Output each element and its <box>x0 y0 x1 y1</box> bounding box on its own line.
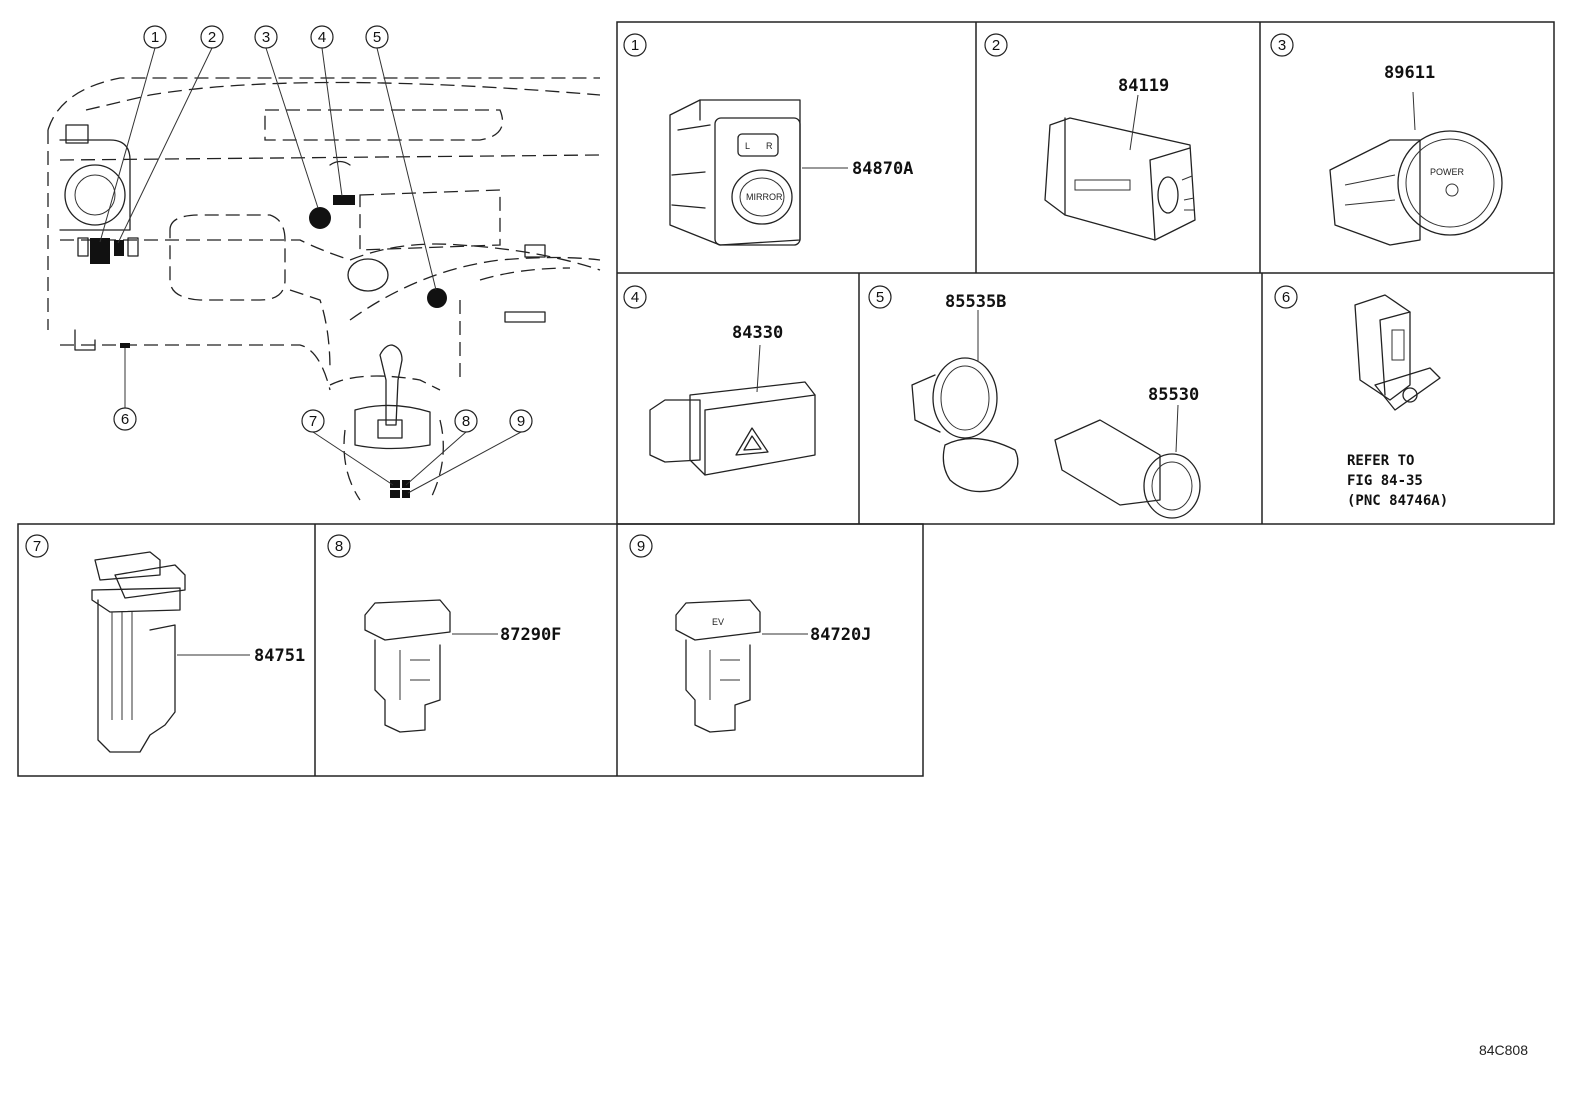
panel-3-power-switch: 3 POWER 89611 <box>1270 33 1503 246</box>
svg-text:6: 6 <box>1282 289 1290 306</box>
svg-text:L: L <box>745 141 750 151</box>
panel-6-refer-note: 6 REFER TO FIG 84-35 (PNC 84746A) <box>1274 285 1448 509</box>
panel-1-mirror-switch: 1 L R MIRROR 84870A <box>623 33 913 246</box>
part-number-84870A: 84870A <box>852 159 913 179</box>
svg-text:9: 9 <box>517 413 525 430</box>
svg-text:4: 4 <box>318 29 326 46</box>
callout-2: 2 <box>200 25 224 49</box>
callout-1: 1 <box>143 25 167 49</box>
dashboard-overview: 1 2 3 4 5 6 7 8 9 <box>47 25 601 501</box>
svg-text:POWER: POWER <box>1430 167 1465 177</box>
svg-text:EV: EV <box>712 617 724 627</box>
svg-text:3: 3 <box>1278 37 1286 54</box>
part-number-85535B: 85535B <box>945 292 1006 312</box>
panel-9-ev-switch: 9 EV 84720J <box>629 534 871 733</box>
svg-text:9: 9 <box>637 538 645 555</box>
panel-5-power-outlet: 5 85535B 85530 <box>868 285 1201 519</box>
callout-3: 3 <box>254 25 278 49</box>
svg-text:MIRROR: MIRROR <box>746 192 783 202</box>
svg-text:FIG 84-35: FIG 84-35 <box>1347 473 1423 489</box>
svg-text:5: 5 <box>876 289 884 306</box>
svg-text:2: 2 <box>208 29 216 46</box>
drawing-code: 84C808 <box>1479 1042 1528 1058</box>
panel-2-dimmer-switch: 2 84119 <box>984 33 1196 241</box>
svg-text:7: 7 <box>33 538 41 555</box>
svg-text:7: 7 <box>309 413 317 430</box>
svg-text:6: 6 <box>121 411 129 428</box>
svg-text:4: 4 <box>631 289 639 306</box>
part-number-89611: 89611 <box>1384 63 1435 83</box>
callout-4: 4 <box>310 25 334 49</box>
callout-6: 6 <box>113 407 137 431</box>
svg-text:1: 1 <box>631 37 639 54</box>
panel-4-hazard-switch: 4 84330 <box>623 285 816 476</box>
callout-5: 5 <box>365 25 389 49</box>
part-number-84330: 84330 <box>732 323 783 343</box>
svg-text:8: 8 <box>462 413 470 430</box>
part-number-84751: 84751 <box>254 646 305 666</box>
part-number-85530: 85530 <box>1148 385 1199 405</box>
part-number-84119: 84119 <box>1118 76 1169 96</box>
panel-7-switch: 7 84751 <box>25 534 305 753</box>
panel-grid-frames <box>17 21 1555 777</box>
callout-8: 8 <box>454 409 478 433</box>
panel-8-switch: 8 87290F <box>327 534 561 733</box>
callout-9: 9 <box>509 409 533 433</box>
svg-text:8: 8 <box>335 538 343 555</box>
svg-text:5: 5 <box>373 29 381 46</box>
part-number-87290F: 87290F <box>500 625 561 645</box>
callout-7: 7 <box>301 409 325 433</box>
svg-text:REFER TO: REFER TO <box>1347 453 1414 469</box>
svg-text:(PNC 84746A): (PNC 84746A) <box>1347 493 1448 509</box>
svg-text:R: R <box>766 141 773 151</box>
svg-text:3: 3 <box>262 29 270 46</box>
svg-text:2: 2 <box>992 37 1000 54</box>
part-number-84720J: 84720J <box>810 625 871 645</box>
svg-text:1: 1 <box>151 29 159 46</box>
